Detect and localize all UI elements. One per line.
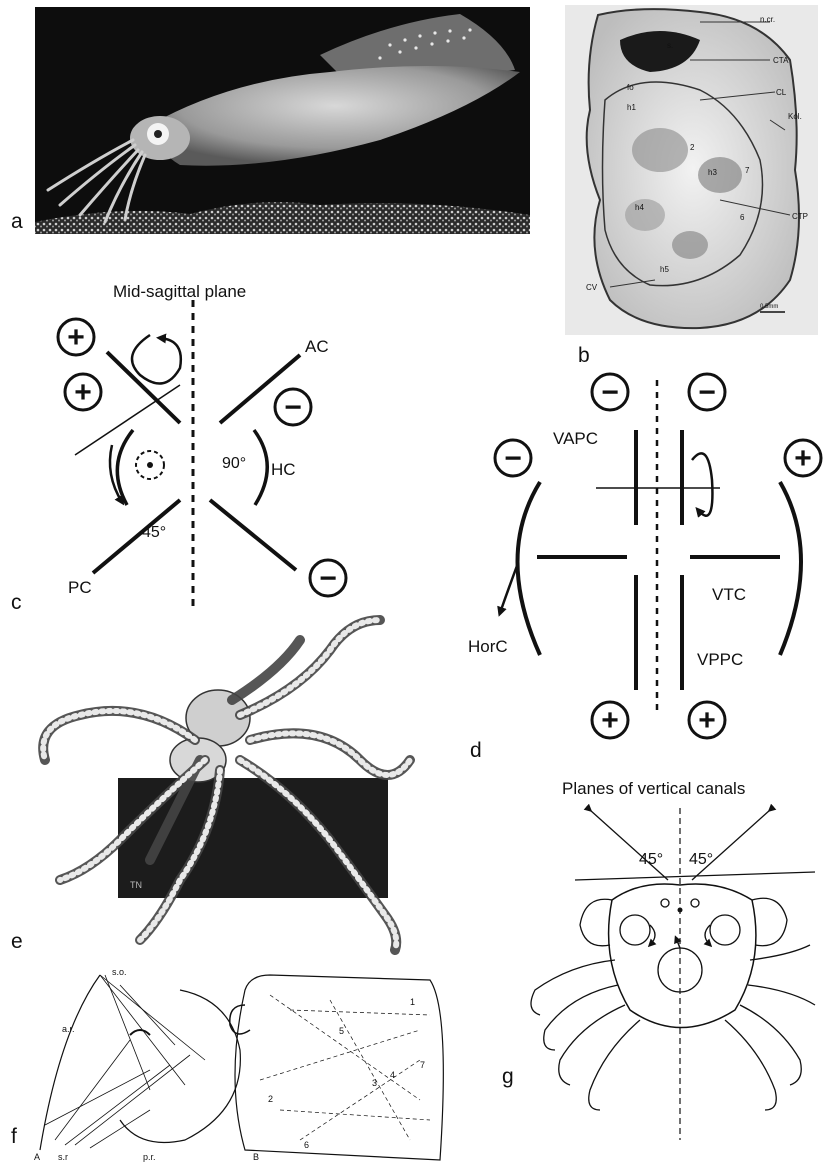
label-ar: a.r. [62,1024,75,1034]
label-num-3: 3 [372,1078,377,1088]
minus-circle-upper: − [275,389,311,425]
label-ctp: CTP [792,212,808,221]
label-cta: CTA [773,56,789,65]
panel-g-crab-drawing: Planes of vertical canals 45° 45° [531,779,815,1140]
horc-right [780,482,801,655]
artist-signature: TN [130,880,142,890]
panel-f-letter: f [11,1125,17,1148]
label-vapc: VAPC [553,429,598,448]
svg-text:−: − [698,376,716,409]
label-45-right: 45° [689,851,713,868]
panel-a-letter: a [11,210,23,233]
label-cl: CL [776,88,787,97]
label-b: B [253,1152,259,1162]
panel-c-canal-diagram: Mid-sagittal plane + + − − [58,282,346,608]
label-vppc: VPPC [697,650,743,669]
label-45-left: 45° [639,851,663,868]
left-posterior-canal [93,500,180,573]
rotation-arrow-top [132,335,181,384]
label-sr: s.r [58,1152,68,1162]
panel-b-statocyst-micrograph: n.cr. s. CTA CL Kol. fo h1 2 h3 7 h4 6 C… [565,5,818,335]
label-90: 90° [222,455,246,472]
label-ac: AC [305,337,329,356]
d-minus-left: − [495,440,531,476]
svg-text:+: + [74,376,92,409]
plane-right [692,810,770,880]
d-plus-bottom-left: + [592,702,628,738]
svg-text:+: + [698,704,716,737]
panel-f-eye-muscles: s.o. a.r. s.r p.r. A 5 2 6 3 4 7 1 B [34,967,443,1162]
g-horizontal-line [575,872,815,880]
plane-left [590,810,668,880]
label-fo: fo [627,83,634,92]
label-so: s.o. [112,967,127,977]
panel-c-letter: c [11,591,22,614]
left-anterior-canal [107,352,180,423]
label-horc: HorC [468,637,508,656]
right-posterior-canal [210,500,296,570]
label-num-6: 6 [304,1140,309,1150]
label-pr: p.r. [143,1152,156,1162]
d-plus-bottom-right: + [689,702,725,738]
label-h1: h1 [627,103,636,112]
d-arrow-left [500,563,518,613]
horc-left [518,482,541,655]
plus-circle-upper: + [58,319,94,355]
rotation-axis-dot [147,462,153,468]
label-num-5: 5 [339,1026,344,1036]
label-a: A [34,1152,40,1162]
carapace [609,884,756,1028]
label-s: s. [667,41,673,50]
label-h3: h3 [708,168,717,177]
svg-text:+: + [601,704,619,737]
svg-text:−: − [319,562,337,595]
panel-e-octopus-drawing: TN [43,620,410,950]
panel-b-letter: b [578,344,590,367]
label-num-2: 2 [268,1094,273,1104]
label-n-cr: n.cr. [760,15,775,24]
svg-text:+: + [794,442,812,475]
svg-text:−: − [504,442,522,475]
svg-text:+: + [67,321,85,354]
mid-sagittal-title: Mid-sagittal plane [113,282,246,301]
label-kol: Kol. [788,112,802,121]
label-hc: HC [271,460,296,479]
d-minus-top-left: − [592,374,628,410]
planes-title: Planes of vertical canals [562,779,745,798]
svg-text:−: − [601,376,619,409]
d-arrow-rotation [692,453,712,515]
label-vtc: VTC [712,585,746,604]
minus-circle-lower: − [310,560,346,596]
label-pc: PC [68,578,92,597]
panel-a-squid-photo [35,7,530,234]
panel-d-canal-diagram: − − − + + + [468,374,821,738]
panel-d-letter: d [470,739,482,762]
label-num-4: 4 [390,1070,395,1080]
panel-e-letter: e [11,930,23,953]
left-horizontal-canal [117,430,133,505]
label-h5: h5 [660,265,669,274]
label-num-1: 1 [410,997,415,1007]
label-2: 2 [690,143,695,152]
label-45: 45° [142,524,166,541]
right-horizontal-canal [254,430,267,505]
label-num-7: 7 [420,1060,425,1070]
d-plus-right: + [785,440,821,476]
panel-g-letter: g [502,1065,514,1088]
label-cv: CV [586,283,598,292]
label-6: 6 [740,213,745,222]
svg-text:−: − [284,391,302,424]
d-minus-top-right: − [689,374,725,410]
label-7: 7 [745,166,750,175]
label-h4: h4 [635,203,644,212]
plus-circle-lower: + [65,374,101,410]
label-scale: 0.5mm [760,304,778,310]
